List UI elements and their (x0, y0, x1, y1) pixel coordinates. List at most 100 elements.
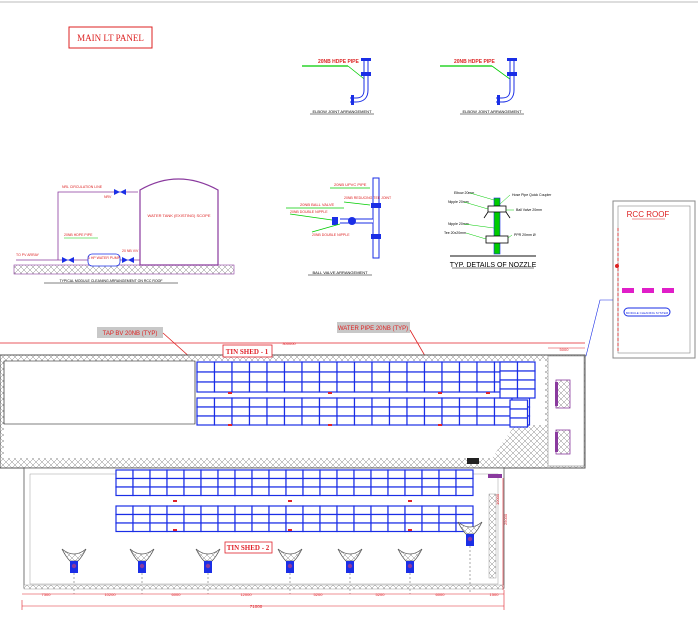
pv-module (406, 397, 426, 408)
pv-module (115, 477, 134, 488)
elbow-caption-1: ELBOW JOINT ARRANGEMENT (312, 109, 372, 114)
pv-module (388, 397, 408, 408)
rooftop-unit (337, 548, 363, 594)
callout-tap-label: TAP BV 20NB (TYP) (103, 331, 158, 337)
pv-module (213, 371, 233, 383)
rooftop-unit (129, 548, 155, 594)
pv-module (318, 371, 338, 383)
pv-module (441, 371, 461, 383)
pv-module (231, 415, 251, 426)
pv-module (353, 486, 372, 497)
pv-module (371, 406, 391, 417)
pv-module (217, 522, 236, 533)
pv-module (370, 477, 389, 488)
pv-module (509, 417, 529, 428)
tap-valve-marker (288, 500, 292, 502)
pv-module (248, 361, 268, 373)
pv-module (283, 397, 303, 408)
pv-module (301, 397, 321, 408)
pv-module (302, 505, 321, 516)
pv-module (115, 486, 134, 497)
elbow-pipe-label-2: 20NB HDPE PIPE (454, 59, 496, 65)
pv-module (336, 397, 356, 408)
pv-module (353, 397, 373, 408)
pv-module (476, 371, 496, 383)
pv-module (285, 505, 304, 516)
pv-module (196, 371, 216, 383)
pv-module (406, 381, 426, 393)
pv-module (231, 397, 251, 408)
pv-module (200, 522, 219, 533)
pv-module (404, 522, 423, 533)
pv-module (268, 505, 287, 516)
pv-module (476, 397, 496, 408)
shed-2-exhaust-units (61, 521, 483, 594)
elbow-caption-2: ELBOW JOINT ARRANGEMENT (462, 109, 522, 114)
pv-module (234, 505, 253, 516)
pv-module (285, 486, 304, 497)
pv-module (318, 397, 338, 408)
pv-module (183, 505, 202, 516)
dim-bottom-2: 10200 (104, 592, 116, 597)
pv-module (319, 513, 338, 524)
tap-valve-marker (438, 392, 442, 394)
pv-module (387, 486, 406, 497)
dim-bottom-4: 12000 (240, 592, 252, 597)
rooftop-unit (61, 548, 87, 594)
pv-module (387, 522, 406, 533)
pv-module (301, 371, 321, 383)
pv-module (438, 513, 457, 524)
pv-module (234, 486, 253, 497)
pv-module (318, 415, 338, 426)
pv-module (266, 371, 286, 383)
pv-module (285, 477, 304, 488)
pv-module (458, 397, 478, 408)
pv-module (353, 371, 373, 383)
pv-module (217, 486, 236, 497)
pv-module (283, 406, 303, 417)
pv-module (370, 486, 389, 497)
pv-module (196, 381, 216, 393)
dim-right-1: 25000 (503, 513, 508, 525)
dim-bottom-3: 6000 (172, 592, 182, 597)
pv-module (353, 513, 372, 524)
pv-module (234, 522, 253, 533)
pv-module (234, 469, 253, 480)
pv-module (353, 477, 372, 488)
rcc-roof-pill-label: MODULE CLEANING SYSTEM (626, 311, 669, 315)
pv-module (423, 371, 443, 383)
pv-module (200, 505, 219, 516)
pv-module (499, 379, 519, 390)
pv-module (458, 415, 478, 426)
pv-module (388, 371, 408, 383)
ball-valve-caption: BALL VALVE ARRANGEMENT (312, 270, 368, 275)
pv-module (132, 513, 151, 524)
pv-module (353, 522, 372, 533)
pv-module (283, 381, 303, 393)
pv-module (509, 399, 529, 410)
pv-module (336, 486, 355, 497)
nrv-label: NRV (104, 195, 112, 199)
pv-module (149, 477, 168, 488)
pv-module (301, 415, 321, 426)
pv-module (132, 505, 151, 516)
pv-module (336, 522, 355, 533)
pv-module (200, 469, 219, 480)
pv-module (336, 469, 355, 480)
pv-module (132, 486, 151, 497)
pv-module (388, 406, 408, 417)
pv-module (248, 371, 268, 383)
pv-module (234, 513, 253, 524)
pv-module (404, 513, 423, 524)
pv-module (217, 513, 236, 524)
pump-label: 1 HP WATER PUMP (88, 256, 121, 260)
main-lt-panel-label: MAIN LT PANEL (77, 33, 144, 43)
pv-module (268, 477, 287, 488)
pv-module (200, 513, 219, 524)
pv-module (266, 415, 286, 426)
pv-module (455, 513, 474, 524)
pv-module (248, 397, 268, 408)
pv-module (183, 522, 202, 533)
pv-module (166, 477, 185, 488)
pv-module (268, 513, 287, 524)
